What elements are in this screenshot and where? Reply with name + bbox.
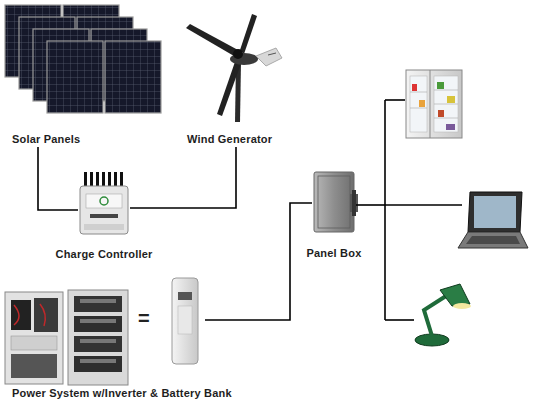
wire-connector — [38, 147, 78, 210]
component-label: Wind Generator — [187, 133, 272, 146]
component-node: Wind Generator — [185, 15, 290, 147]
equals-sign: = — [138, 308, 150, 328]
component-label: Panel Box — [302, 247, 366, 260]
power-system-art — [5, 278, 198, 385]
component-label: Power System w/Inverter & Battery Bank — [12, 387, 232, 400]
charge-controller-art — [80, 172, 128, 234]
panel-box-art — [314, 172, 358, 232]
wind-turbine-art — [186, 14, 282, 122]
component-node: Panel Box — [312, 170, 356, 235]
component-label: Charge Controller — [48, 248, 160, 261]
wire-connector — [205, 203, 312, 320]
laptop-art — [458, 192, 528, 248]
wire-connector — [130, 147, 236, 208]
component-node: Power System w/Inverter & Battery Bank — [5, 275, 205, 385]
desk-lamp-art — [415, 284, 471, 346]
refrigerator-art — [406, 70, 462, 138]
component-label: Solar Panels — [12, 133, 80, 146]
solar-panel-art — [5, 5, 161, 113]
component-node: Charge Controller — [78, 172, 130, 237]
component-node: Solar Panels — [5, 5, 165, 147]
